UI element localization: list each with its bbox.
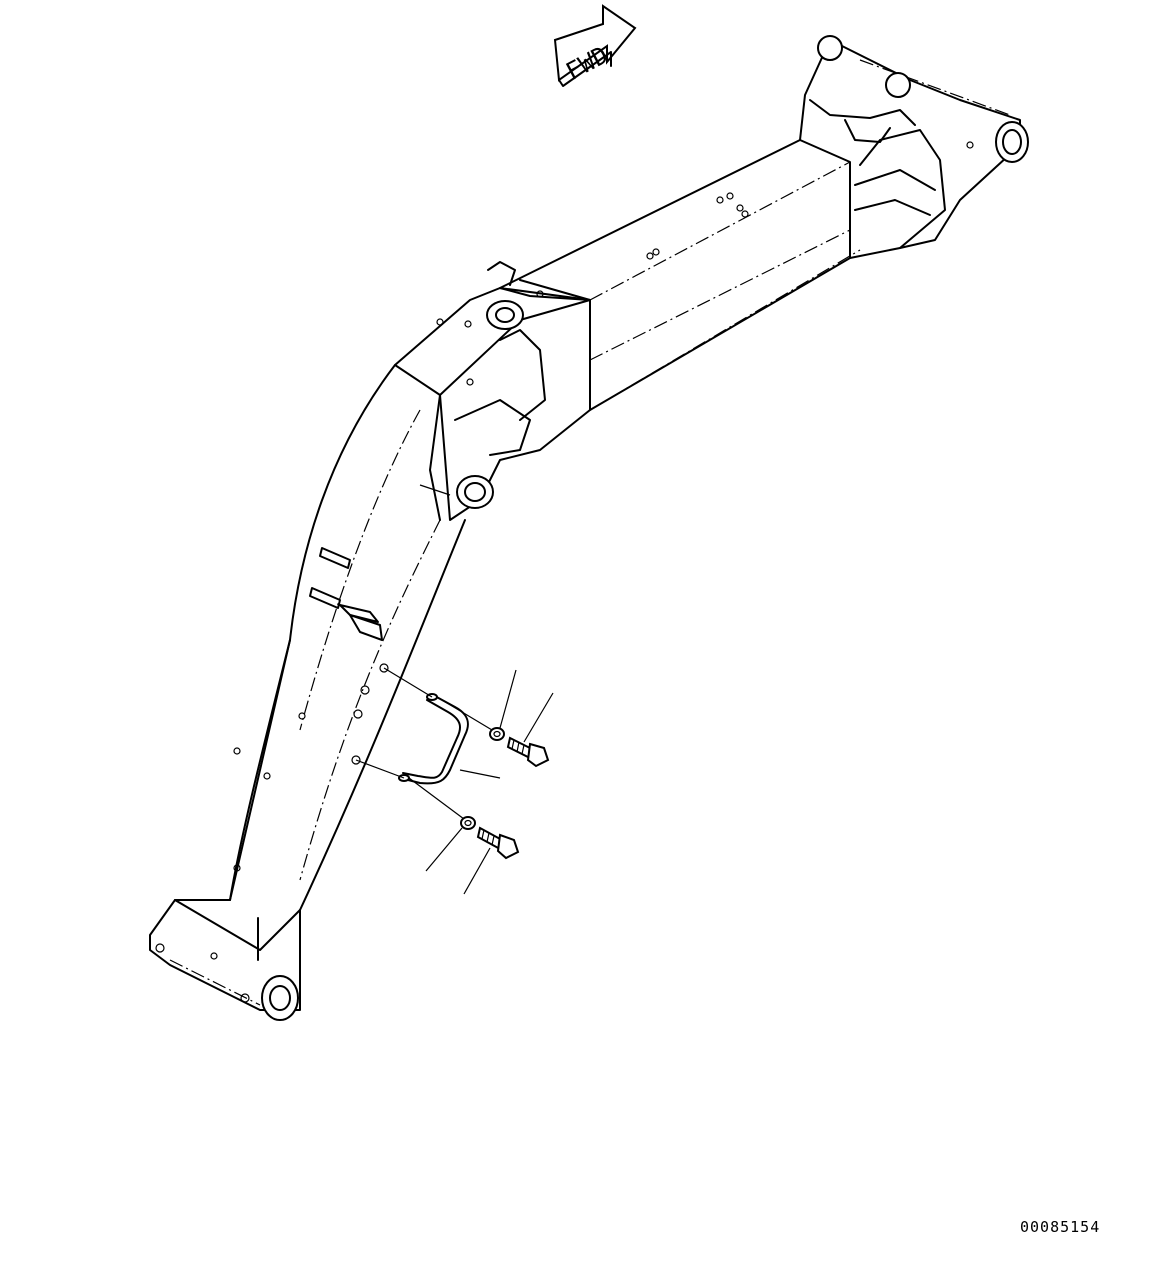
drawing-number: 00085154 (1020, 1218, 1101, 1236)
bolt-upper (508, 738, 548, 766)
washer-lower (461, 817, 475, 829)
bolt-lower (478, 828, 518, 858)
fwd-arrow-icon: FWD (555, 6, 635, 86)
leader-lines (426, 670, 553, 894)
handrail-part (356, 668, 497, 822)
boom-body (150, 36, 1028, 1020)
hole-markers (211, 142, 973, 959)
washer-upper (490, 728, 504, 740)
mounting-brackets (310, 548, 388, 764)
